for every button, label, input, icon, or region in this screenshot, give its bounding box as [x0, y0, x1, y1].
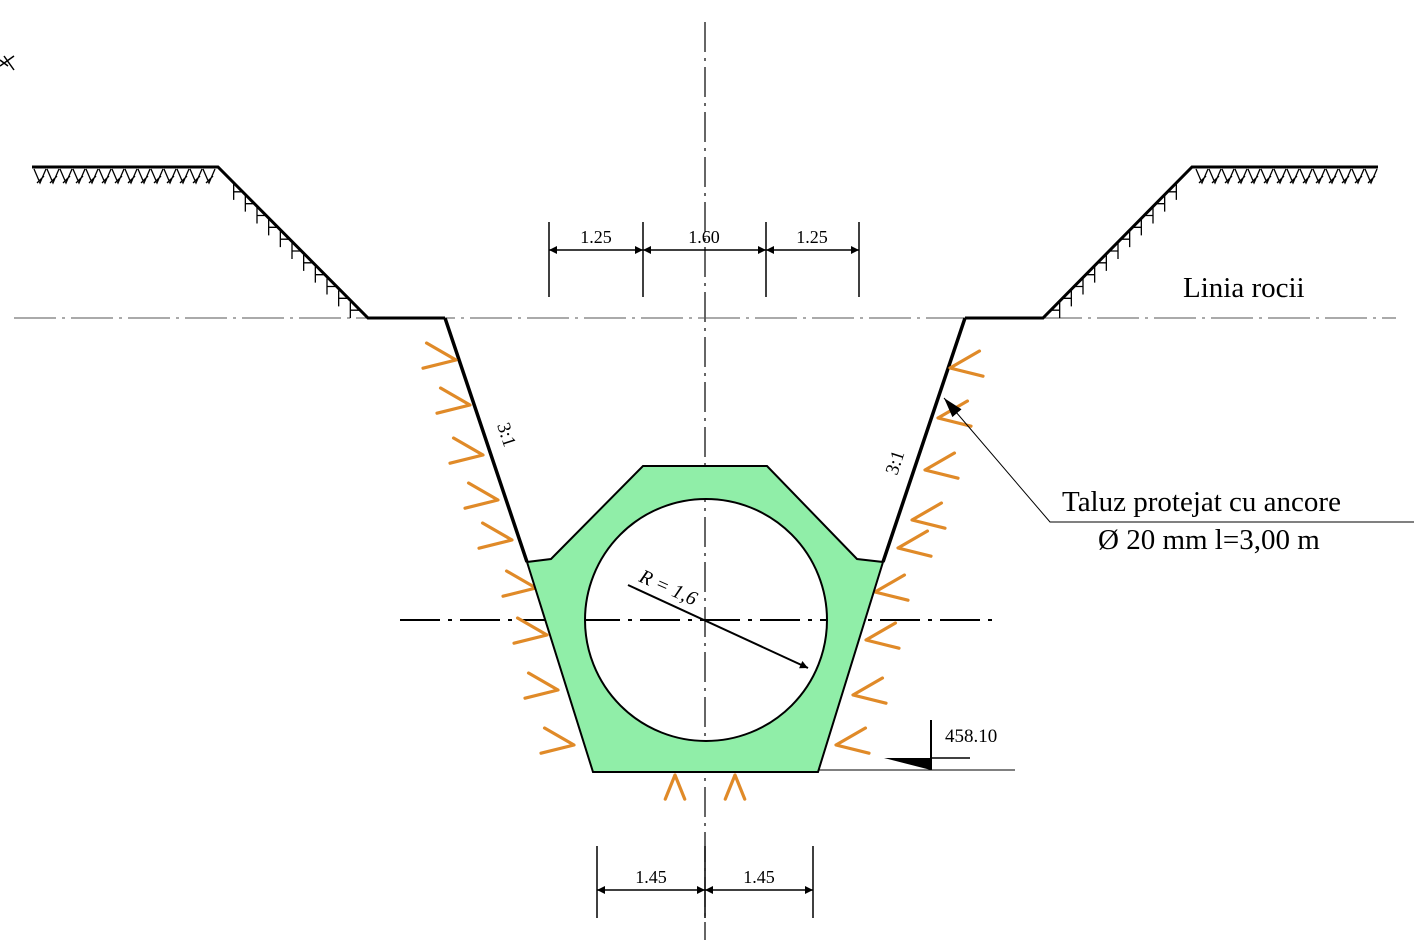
anchor-mark	[936, 399, 973, 428]
dim-bottom-right: 1.45	[743, 867, 775, 887]
soil-hatch	[1195, 168, 1378, 185]
anchor-mark	[873, 573, 910, 602]
dim-top-left: 1.25	[580, 227, 612, 247]
anchor-mark	[864, 621, 901, 650]
corner-hatch-glyph	[0, 55, 15, 71]
level-marker	[818, 720, 1015, 771]
anchor-group	[421, 341, 985, 801]
anchor-mark	[948, 349, 985, 378]
radius-arrow	[627, 584, 809, 669]
anchor-mark	[463, 481, 500, 510]
anchor-mark	[851, 676, 888, 705]
slope-label-left: 3:1	[492, 420, 519, 450]
slope-hatch	[233, 183, 361, 319]
trench-right-wall	[881, 317, 967, 563]
top-dimension-chain	[548, 222, 860, 297]
anchor-mark	[663, 773, 687, 801]
rock-line-label: Linia rocii	[1183, 272, 1305, 304]
soil-hatch	[33, 168, 216, 185]
anchor-mark	[923, 451, 960, 480]
slope-label-right: 3:1	[882, 448, 909, 478]
anchor-mark	[910, 501, 947, 530]
anchor-mark	[834, 726, 871, 755]
terrain-left	[32, 165, 445, 320]
anchor-mark	[723, 773, 747, 801]
anchor-leader	[943, 397, 1414, 523]
anchor-note-line1: Taluz protejat cu ancore	[1062, 486, 1341, 518]
concrete-casing	[525, 465, 885, 773]
level-label: 458.10	[945, 726, 997, 747]
anchor-mark	[448, 436, 485, 465]
anchor-mark	[421, 341, 458, 370]
anchor-note-line2: Ø 20 mm l=3,00 m	[1098, 524, 1320, 556]
dim-top-right: 1.25	[796, 227, 828, 247]
trench-left-wall	[443, 317, 529, 563]
anchor-mark	[512, 616, 549, 645]
dim-bottom-left: 1.45	[635, 867, 667, 887]
anchor-mark	[435, 386, 472, 415]
anchor-mark	[896, 529, 933, 558]
anchor-mark	[539, 726, 576, 755]
dim-top-middle: 1.60	[688, 227, 720, 247]
anchor-mark	[523, 671, 560, 700]
bottom-dimension-chain	[596, 846, 814, 918]
slope-hatch	[1049, 183, 1177, 319]
terrain-right	[965, 165, 1378, 320]
anchor-mark	[477, 521, 514, 550]
